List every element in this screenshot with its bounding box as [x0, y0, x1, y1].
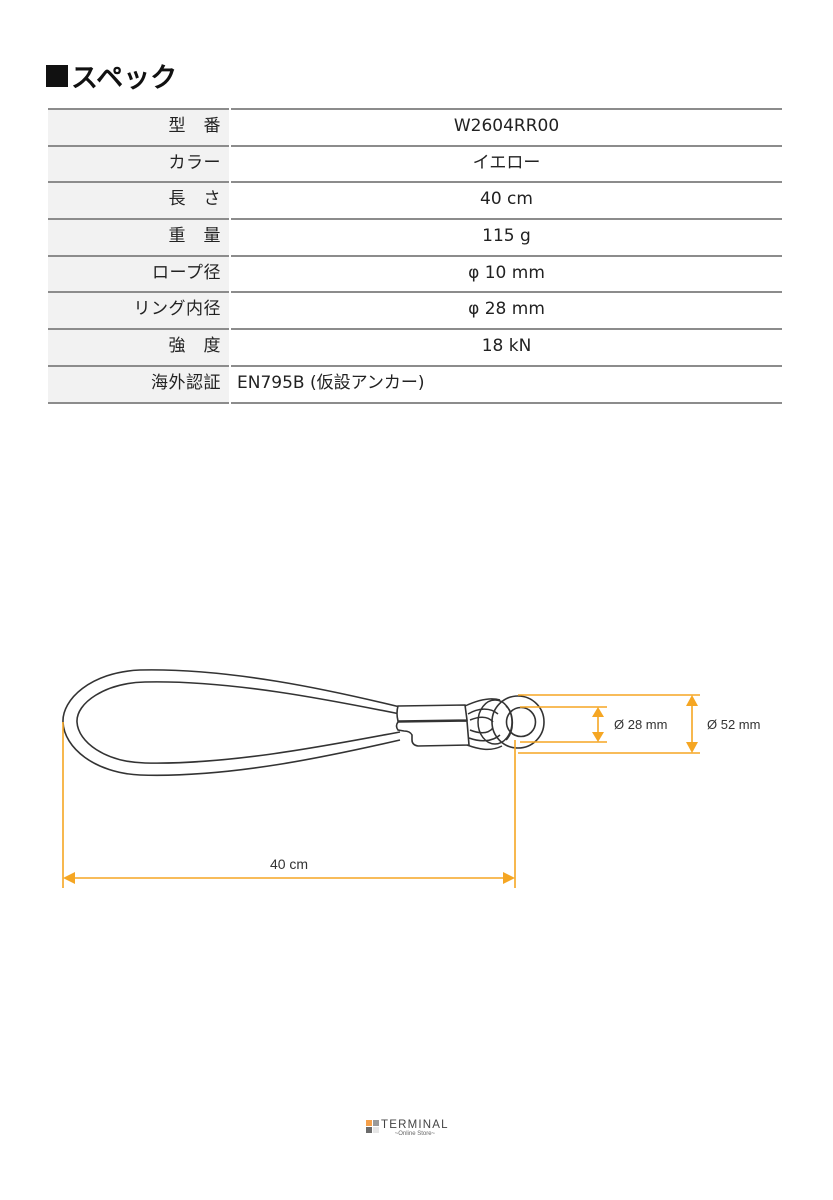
rope-to-ring-icon — [464, 698, 513, 751]
row-value: φ 10 mm — [231, 254, 782, 292]
ring-icon — [491, 695, 545, 749]
row-label: 重 量 — [48, 218, 229, 255]
row-label: 強 度 — [48, 328, 229, 365]
length-dimension-label: 40 cm — [270, 856, 308, 872]
logo-sub-text: ~Online Store~ — [394, 1131, 436, 1137]
table-row: 重 量 115 g — [48, 218, 782, 255]
logo-brand-text: TERMINAL — [381, 1119, 449, 1131]
table-row: 強 度 18 kN — [48, 328, 782, 365]
arrow-left-icon — [63, 872, 75, 884]
row-label: 型 番 — [48, 108, 229, 145]
row-label: ロープ径 — [48, 254, 229, 292]
outer-diameter-label: Ø 52 mm — [707, 717, 760, 732]
row-value: φ 28 mm — [231, 291, 782, 328]
arrow-right-icon — [503, 872, 515, 884]
spec-table: 型 番 W2604RR00 カラー イエロー 長 さ 40 cm 重 量 115… — [48, 108, 782, 404]
table-row: 海外認証 EN795B (仮設アンカー) — [48, 364, 782, 402]
arrow-down-icon — [592, 732, 604, 742]
row-value: 18 kN — [231, 328, 782, 365]
table-row: 長 さ 40 cm — [48, 181, 782, 219]
terminal-logo: TERMINAL ~Online Store~ — [366, 1119, 449, 1138]
row-value: 40 cm — [231, 181, 782, 218]
ferrule-sleeve-icon — [395, 704, 470, 747]
row-label: カラー — [48, 144, 229, 182]
row-label: 長 さ — [48, 181, 229, 219]
table-row: リング内径 φ 28 mm — [48, 291, 782, 329]
row-value: W2604RR00 — [231, 108, 782, 145]
row-value: イエロー — [231, 144, 782, 182]
table-row: 型 番 W2604RR00 — [48, 108, 782, 145]
rope-loop-illustration — [62, 669, 401, 777]
arrow-down-icon — [686, 742, 698, 753]
dimension-arrowheads — [63, 695, 698, 884]
arrow-up-icon — [592, 707, 604, 717]
logo-grid-icon — [366, 1120, 379, 1133]
table-bottom-border — [48, 401, 782, 404]
inner-diameter-label: Ø 28 mm — [614, 717, 667, 732]
row-value: EN795B (仮設アンカー) — [231, 364, 782, 402]
row-value: 115 g — [231, 218, 782, 255]
black-square-icon — [46, 64, 68, 87]
table-row: ロープ径 φ 10 mm — [48, 254, 782, 292]
row-label: リング内径 — [48, 291, 229, 329]
page-title-text: スペック — [71, 63, 178, 94]
row-label: 海外認証 — [48, 364, 229, 402]
page-title: スペック — [46, 56, 177, 95]
arrow-up-icon — [686, 695, 698, 706]
table-row: カラー イエロー — [48, 144, 782, 182]
dimension-lines — [62, 694, 700, 888]
